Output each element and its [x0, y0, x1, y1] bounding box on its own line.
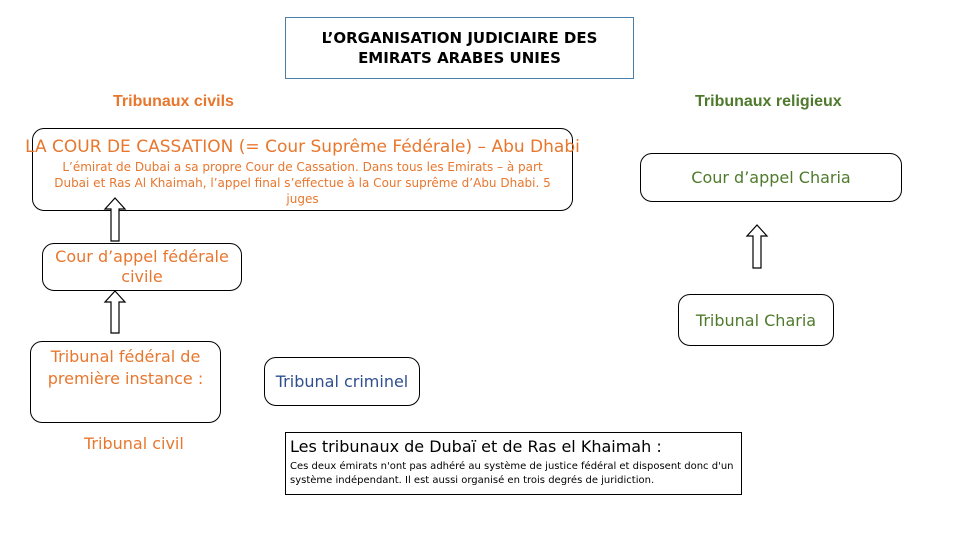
- federal-civil-appeal-court-box: Cour d’appel fédérale civile: [42, 243, 242, 291]
- heading-civil-courts: Tribunaux civils: [113, 93, 234, 110]
- civil-court-label: Tribunal civil: [84, 434, 184, 453]
- sharia-appeal-court-box: Cour d’appel Charia: [640, 153, 902, 202]
- title-box: L’ORGANISATION JUDICIAIRE DES EMIRATS AR…: [285, 17, 634, 79]
- cassation-court-box: LA COUR DE CASSATION (= Cour Suprême Féd…: [25, 128, 580, 211]
- sharia-court-label: Tribunal Charia: [695, 310, 817, 330]
- sharia-appeal-court-label: Cour d’appel Charia: [691, 168, 851, 187]
- up-arrow-appeal-to-cassation: [103, 197, 127, 242]
- dubai-ras-el-khaimah-info-box: Les tribunaux de Dubaï et de Ras el Khai…: [285, 432, 742, 495]
- criminal-court-label: Tribunal criminel: [275, 372, 409, 391]
- cassation-court-title: LA COUR DE CASSATION (= Cour Suprême Féd…: [25, 137, 580, 157]
- sharia-court-box: Tribunal Charia: [678, 294, 834, 346]
- up-arrow-sharia: [745, 224, 769, 269]
- title-line-1: L’ORGANISATION JUDICIAIRE DES: [321, 29, 598, 47]
- federal-first-instance-court-box: Tribunal fédéral de première instance :: [30, 341, 221, 423]
- heading-religious-courts: Tribunaux religieux: [695, 93, 842, 110]
- title-line-2: EMIRATS ARABES UNIES: [358, 49, 561, 67]
- info-heading: Les tribunaux de Dubaï et de Ras el Khai…: [290, 437, 662, 456]
- federal-first-instance-court-label: Tribunal fédéral de première instance :: [47, 347, 204, 388]
- federal-civil-appeal-court-label: Cour d’appel fédérale civile: [55, 247, 229, 286]
- info-text: Ces deux émirats n'ont pas adhéré au sys…: [290, 461, 734, 486]
- cassation-court-note: L’émirat de Dubai a sa propre Cour de Ca…: [54, 160, 551, 206]
- up-arrow-instance-to-appeal: [103, 290, 127, 334]
- criminal-court-box: Tribunal criminel: [264, 357, 420, 406]
